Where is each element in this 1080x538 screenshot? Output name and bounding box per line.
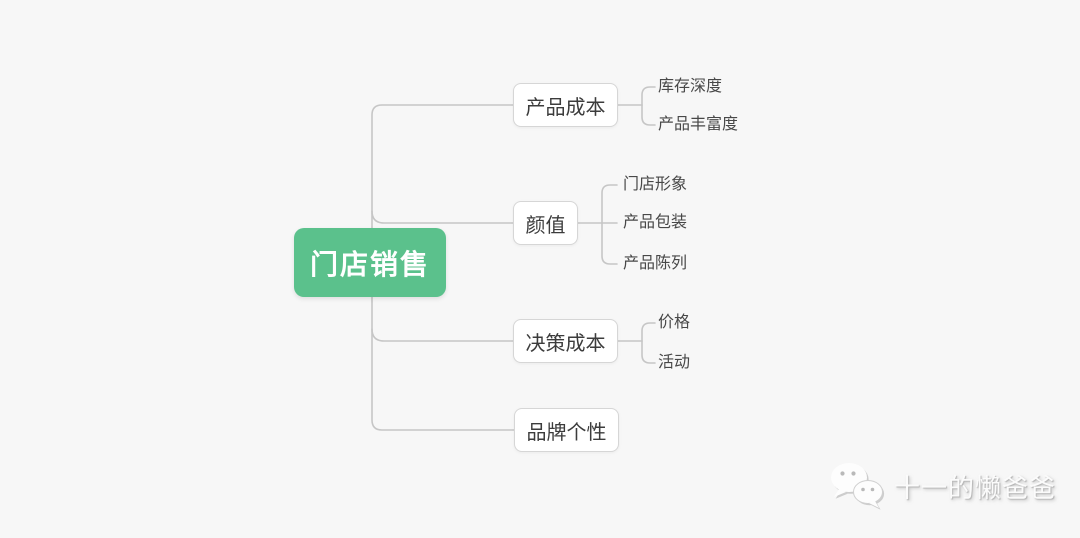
- child-node-store-image[interactable]: 门店形象: [623, 176, 688, 193]
- branch-node-product-cost[interactable]: 产品成本: [513, 83, 618, 127]
- connector-root-to-branch-3: [371, 261, 515, 431]
- connector-branch-2-child-0: [641, 322, 656, 342]
- connector-branch-1-child-2: [601, 222, 618, 265]
- branch-node-appearance[interactable]: 颜值: [513, 201, 578, 245]
- child-node-product-richness[interactable]: 产品丰富度: [658, 116, 739, 133]
- watermark-text: 十一的懒爸爸: [894, 472, 1057, 503]
- child-node-inventory-depth[interactable]: 库存深度: [658, 78, 723, 95]
- child-node-price[interactable]: 价格: [658, 314, 691, 331]
- watermark: 十一的懒爸爸: [828, 462, 1056, 510]
- connector-branch-1-child-0: [601, 184, 618, 224]
- child-node-product-packaging[interactable]: 产品包装: [623, 214, 688, 231]
- branch-node-brand-personality[interactable]: 品牌个性: [514, 408, 619, 452]
- branch-node-decision-cost[interactable]: 决策成本: [513, 319, 618, 363]
- connector-branch-0-child-1: [641, 104, 656, 126]
- connector-branch-0-child-0: [641, 86, 656, 106]
- root-node-store-sales[interactable]: 门店销售: [294, 228, 446, 297]
- connector-root-to-branch-2: [371, 328, 514, 342]
- wechat-icon: [828, 462, 886, 510]
- connector-branch-2-child-1: [641, 340, 656, 364]
- child-node-activity[interactable]: 活动: [658, 354, 691, 371]
- child-node-product-display[interactable]: 产品陈列: [623, 255, 688, 272]
- connector-root-to-branch-1: [371, 210, 514, 224]
- connector-root-to-branch-0: [371, 104, 514, 263]
